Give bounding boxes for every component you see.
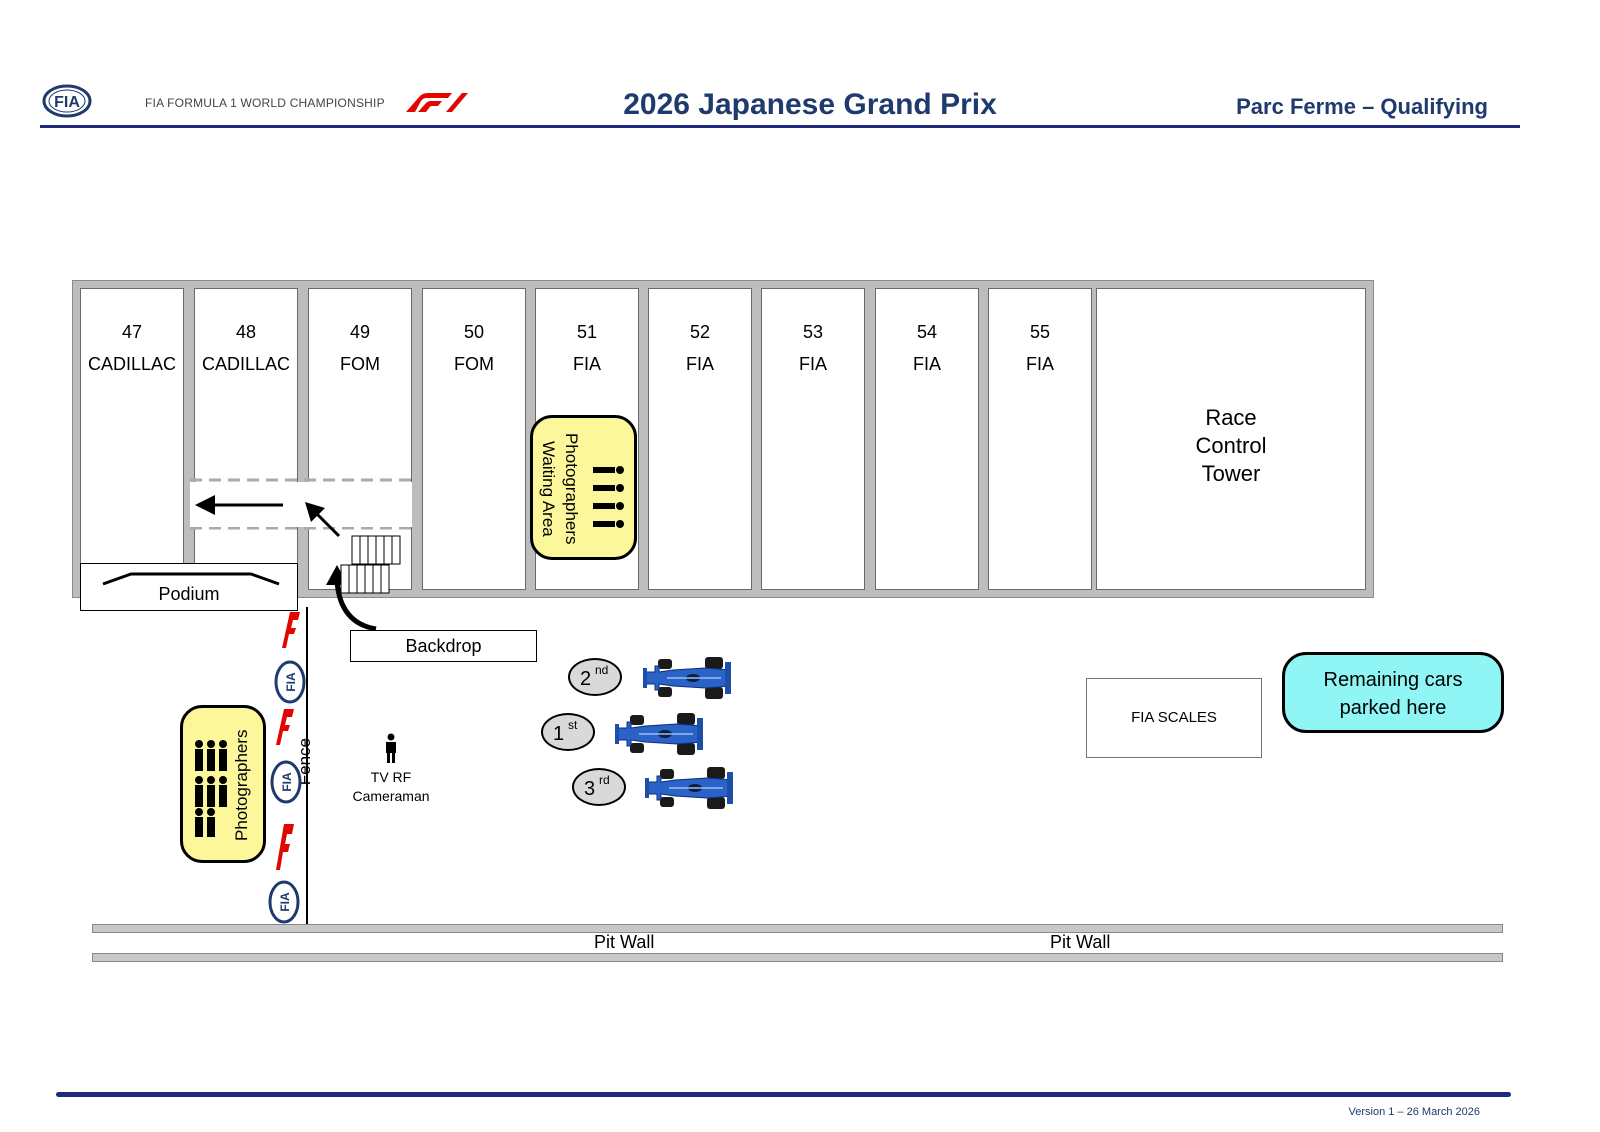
people-icon: [593, 466, 624, 528]
podium: Podium: [80, 563, 298, 611]
garage-team: FOM: [340, 354, 380, 374]
people-icon: [195, 740, 227, 837]
fia-logo-icon: FIA: [274, 660, 306, 704]
garage-team: FIA: [572, 354, 601, 374]
tv-rf-cameraman-label: TV RF Cameraman: [345, 768, 437, 806]
fia-logo-icon: FIA: [42, 84, 92, 118]
position-suffix: st: [568, 718, 578, 732]
position-2-badge: 2 nd: [568, 658, 622, 696]
backdrop: Backdrop: [350, 630, 537, 662]
version-label: Version 1 – 26 March 2026: [1348, 1106, 1480, 1118]
garage-number: 48: [235, 322, 257, 342]
position-suffix: nd: [595, 663, 609, 677]
garage-team: FIA: [912, 354, 941, 374]
pwa-line1: Photographers: [562, 432, 581, 545]
remaining-cars-label: Remaining cars parked here: [1323, 669, 1463, 719]
tv-rf-line1: TV RF: [370, 769, 412, 785]
arrow-left-icon: [195, 495, 283, 515]
f1-logo-icon: [276, 709, 294, 745]
position-number: 3: [584, 778, 596, 800]
footer-divider: [56, 1092, 1511, 1097]
header-divider: [40, 125, 1520, 128]
race-control-line3: Tower: [1201, 461, 1261, 486]
pit-wall-upper: [92, 924, 1503, 933]
fia-scales-label: FIA SCALES: [1131, 709, 1217, 726]
position-1-badge: 1 st: [541, 713, 595, 751]
svg-text:FIA: FIA: [278, 892, 292, 912]
position-suffix: rd: [599, 773, 610, 787]
fia-logo-text: FIA: [54, 94, 80, 111]
podium-outline-icon: [102, 572, 280, 586]
fia-logo-icon: FIA: [270, 760, 302, 804]
remaining-cars-area: Remaining cars parked here: [1282, 652, 1504, 733]
race-control-line1: Race: [1205, 405, 1257, 430]
fence-line: [306, 607, 308, 925]
cameraman-icon: [386, 733, 396, 763]
garage-number: 52: [689, 322, 711, 342]
garage-number: 49: [349, 322, 371, 342]
championship-label: FIA FORMULA 1 WORLD CHAMPIONSHIP: [145, 96, 385, 110]
f1-logo-icon: [406, 93, 468, 112]
position-3-badge: 3 rd: [572, 768, 626, 806]
photographers-waiting-area: Photographers Waiting Area: [530, 415, 637, 560]
arrow-diagonal-icon: [305, 502, 341, 538]
svg-text:FIA: FIA: [280, 772, 294, 792]
garage-team: CADILLAC: [201, 354, 291, 374]
garage-number: 50: [463, 322, 485, 342]
photographers-label: Photographers: [232, 729, 251, 841]
pit-wall-lower: [92, 953, 1503, 962]
fia-logo-icon: FIA: [268, 880, 300, 924]
podium-label: Podium: [158, 584, 220, 604]
garage-team: FIA: [1025, 354, 1054, 374]
page-subtitle: Parc Ferme – Qualifying: [1236, 94, 1488, 119]
garage-number: 53: [802, 322, 824, 342]
garage-team: FIA: [798, 354, 827, 374]
f1-car-icon: [615, 713, 703, 755]
race-control-tower: Race Control Tower: [1096, 288, 1366, 590]
race-control-line2: Control: [1195, 433, 1267, 458]
backdrop-label: Backdrop: [405, 636, 482, 656]
photographers-area: Photographers: [180, 705, 266, 863]
garage-number: 47: [121, 322, 143, 342]
position-number: 2: [580, 668, 592, 690]
pit-wall-label-right: Pit Wall: [1050, 932, 1111, 952]
f1-car-icon: [643, 657, 731, 699]
garage-number: 51: [576, 322, 598, 342]
pit-wall-label-left: Pit Wall: [594, 932, 655, 952]
f1-logo-icon: [276, 824, 294, 870]
garage-team: FIA: [685, 354, 714, 374]
f1-logo-icon: [282, 612, 300, 648]
garage-team: FOM: [454, 354, 494, 374]
page-title: 2026 Japanese Grand Prix: [623, 88, 997, 121]
tv-rf-line2: Cameraman: [352, 788, 430, 804]
pwa-line2: Waiting Area: [539, 440, 558, 537]
garage-number: 54: [916, 322, 938, 342]
svg-text:FIA: FIA: [284, 672, 298, 692]
stairs-icon: [340, 535, 401, 594]
f1-car-icon: [645, 767, 733, 809]
garage-number: 55: [1029, 322, 1051, 342]
position-number: 1: [553, 723, 565, 745]
garage-team: CADILLAC: [87, 354, 177, 374]
fia-scales: FIA SCALES: [1086, 678, 1262, 758]
